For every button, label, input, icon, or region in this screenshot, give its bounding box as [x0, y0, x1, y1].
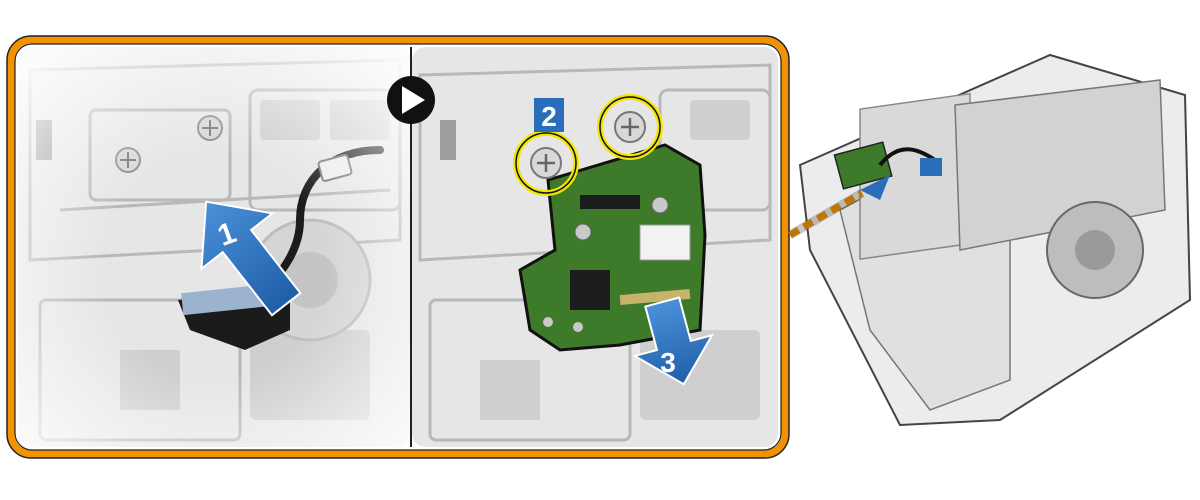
svg-text:2: 2 — [541, 101, 557, 132]
panel-left: 1 — [18, 47, 411, 447]
step-3-arrow — [632, 296, 715, 386]
panel-right: 2 3 — [412, 47, 778, 447]
callout-frame — [7, 36, 789, 458]
leader-line — [788, 189, 864, 239]
step-2-badge: 2 — [534, 98, 564, 132]
play-icon — [387, 76, 435, 124]
screw-highlight-2 — [597, 94, 663, 160]
chassis-overview — [798, 53, 1192, 427]
step-3-label: 3 — [660, 347, 676, 378]
io-board — [518, 143, 707, 352]
screw-highlight-1 — [513, 130, 579, 196]
